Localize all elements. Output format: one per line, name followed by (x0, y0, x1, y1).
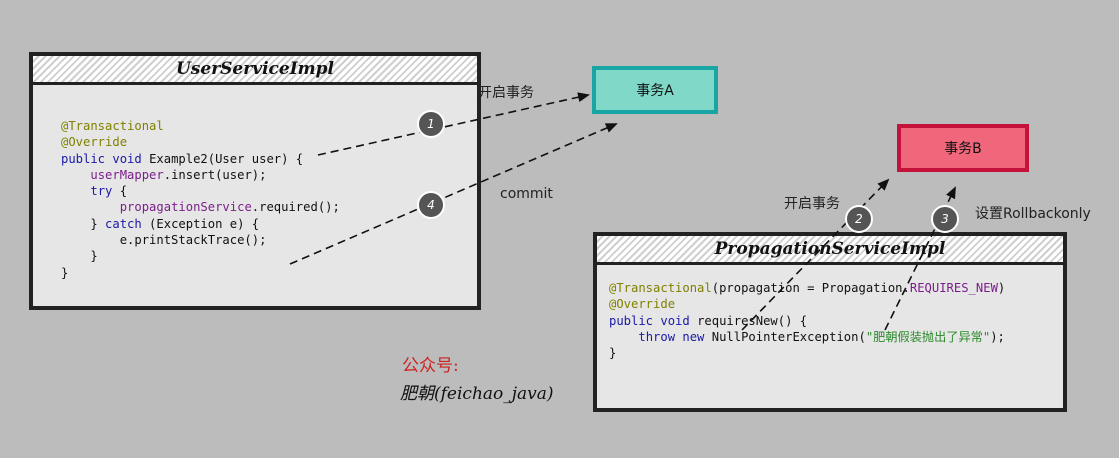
code-token: } (609, 346, 617, 361)
user-service-code-line: } (61, 265, 340, 281)
step-circle-2: 2 (845, 205, 873, 233)
code-token: try (90, 184, 113, 199)
code-token (61, 200, 120, 214)
propagation-service-code: @Transactional(propagation = Propagation… (609, 280, 1005, 361)
watermark-line1: 公众号: (402, 356, 459, 376)
propagation-service-code-line: throw new NullPointerException("肥朝假装抛出了异… (609, 329, 1005, 345)
transaction-b-label: 事务B (944, 141, 982, 157)
transaction-a-box: 事务A (592, 66, 718, 114)
propagation-service-code-line: public void requiresNew() { (609, 313, 1005, 329)
propagation-service-title: PropagationServiceImpl (597, 236, 1063, 265)
code-token (61, 184, 90, 198)
user-service-code-line: } (61, 248, 340, 264)
user-service-title: UserServiceImpl (33, 56, 477, 85)
code-token: @Override (61, 135, 128, 150)
propagation-service-box: PropagationServiceImpl @Transactional(pr… (593, 232, 1067, 412)
code-token: catch (105, 216, 142, 231)
code-token (61, 168, 90, 182)
code-token: } (61, 216, 106, 231)
code-token: .required(); (251, 200, 340, 215)
code-token: userMapper (90, 167, 164, 182)
propagation-service-code-line: } (609, 345, 1005, 361)
code-token: public void (61, 151, 150, 166)
transaction-b-box: 事务B (897, 124, 1029, 172)
user-service-code-line: @Override (61, 134, 340, 150)
step-circle-3: 3 (931, 205, 959, 233)
transaction-a-label: 事务A (636, 83, 674, 99)
code-token: } (61, 265, 69, 280)
code-token: ) (997, 281, 1006, 295)
step-circle-4: 4 (417, 191, 445, 219)
code-token: REQUIRES_NEW (909, 281, 998, 295)
code-token: @Transactional (609, 281, 712, 295)
label-start-transaction-a: 开启事务 (478, 85, 534, 101)
code-token: ); (990, 329, 1005, 344)
code-token: Example2(User user) { (149, 151, 304, 166)
code-token: } (61, 249, 98, 264)
user-service-code-line: public void Example2(User user) { (61, 151, 340, 167)
label-commit: commit (500, 186, 553, 202)
code-token: @Transactional (61, 119, 164, 133)
code-token: NullPointerException( (711, 329, 866, 344)
propagation-service-code-line: @Override (609, 296, 1005, 312)
code-token: (propagation = Propagation. (711, 281, 910, 295)
watermark-line2: 肥朝(feichao_java) (400, 384, 554, 404)
code-token: "肥朝假装抛出了异常" (865, 329, 991, 344)
code-token: e.printStackTrace(); (61, 233, 267, 248)
code-token: propagationService (119, 200, 252, 215)
label-start-transaction-b: 开启事务 (784, 196, 840, 212)
code-token: public void (609, 313, 698, 328)
code-token (609, 330, 638, 344)
step-circle-1: 1 (417, 110, 445, 138)
user-service-code-line: try { (61, 183, 340, 199)
code-token: requiresNew() { (697, 313, 808, 328)
user-service-code-line: @Transactional (61, 118, 340, 134)
code-token: (Exception e) { (141, 216, 260, 231)
user-service-code-line: propagationService.required(); (61, 199, 340, 215)
user-service-code-line: } catch (Exception e) { (61, 216, 340, 232)
code-token: @Override (609, 297, 676, 312)
code-token: { (112, 184, 128, 199)
code-token: .insert(user); (163, 167, 267, 182)
label-rollback-only: 设置Rollbackonly (975, 206, 1091, 222)
user-service-code-line: userMapper.insert(user); (61, 167, 340, 183)
user-service-code-line: e.printStackTrace(); (61, 232, 340, 248)
code-token: throw new (638, 329, 712, 344)
propagation-service-code-line: @Transactional(propagation = Propagation… (609, 280, 1005, 296)
